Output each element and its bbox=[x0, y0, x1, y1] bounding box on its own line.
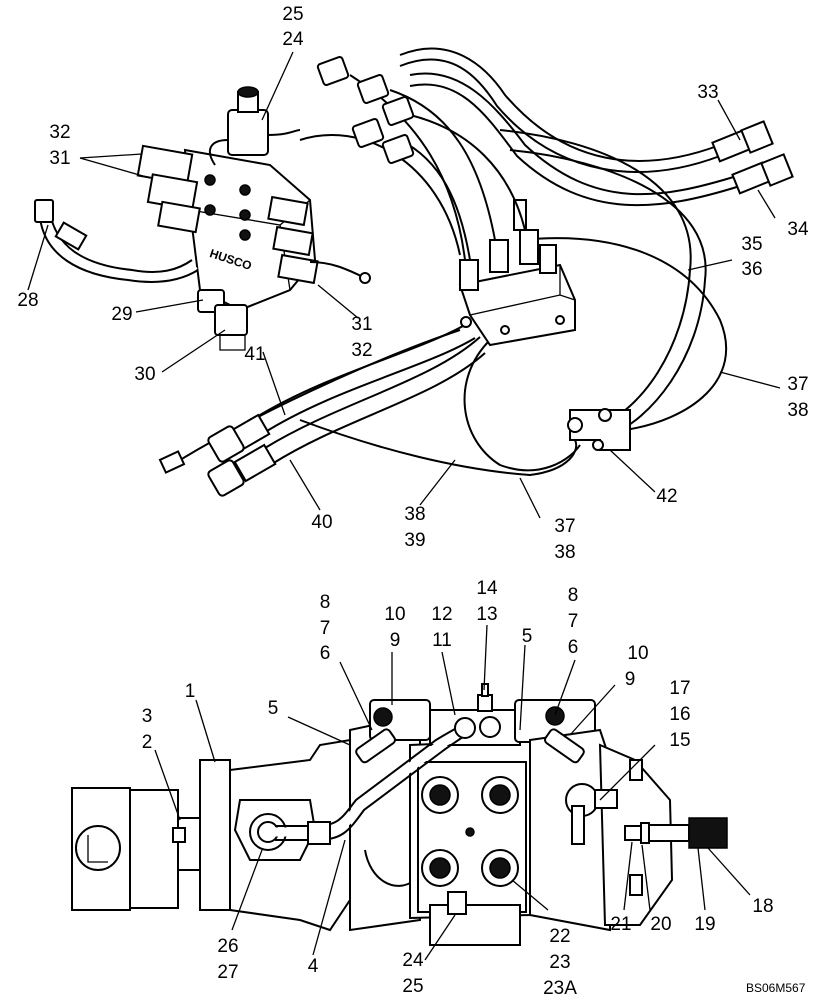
control-valve-husco: HUSCO bbox=[136, 86, 371, 351]
callout-30: 30 bbox=[134, 364, 155, 385]
manifold-block bbox=[458, 199, 576, 347]
callout-20: 20 bbox=[650, 914, 671, 935]
callout-1: 1 bbox=[185, 681, 196, 702]
upper-assembly: HUSCO bbox=[34, 47, 794, 497]
hose-group-33-34 bbox=[398, 47, 742, 207]
callout-19: 19 bbox=[694, 914, 715, 935]
fitting-34 bbox=[731, 153, 794, 195]
drawing-reference: BS06M567 bbox=[746, 981, 806, 995]
callout-33: 33 bbox=[697, 82, 718, 103]
callout-4: 4 bbox=[308, 956, 319, 977]
hose-loop-35-38 bbox=[499, 129, 727, 436]
hose-group-40-41 bbox=[179, 321, 486, 465]
callout-28: 28 bbox=[17, 290, 38, 311]
hose-28 bbox=[34, 199, 199, 283]
pump-body bbox=[229, 683, 728, 946]
callout-41: 41 bbox=[244, 344, 265, 365]
tee-fitting-42 bbox=[567, 408, 631, 451]
callout-34: 34 bbox=[787, 219, 809, 240]
callout-29: 29 bbox=[111, 304, 132, 325]
callout-40: 40 bbox=[311, 512, 332, 533]
callout-21: 21 bbox=[610, 914, 631, 935]
upper-left-fittings bbox=[316, 56, 415, 164]
callout-5-right: 5 bbox=[522, 626, 533, 647]
fitting-40 bbox=[207, 443, 277, 497]
pump-assembly bbox=[71, 683, 728, 946]
hose-loop-lower bbox=[299, 339, 581, 477]
callout-18: 18 bbox=[752, 896, 773, 917]
hose-group-upper-left bbox=[299, 74, 526, 261]
pump-drive-end bbox=[71, 759, 231, 911]
callout-42: 42 bbox=[656, 486, 677, 507]
fitting-33 bbox=[711, 120, 774, 163]
fitting-small-left bbox=[158, 450, 186, 474]
leader-lines bbox=[27, 51, 781, 961]
callout-5-left: 5 bbox=[268, 698, 279, 719]
fitting-41 bbox=[207, 413, 271, 463]
